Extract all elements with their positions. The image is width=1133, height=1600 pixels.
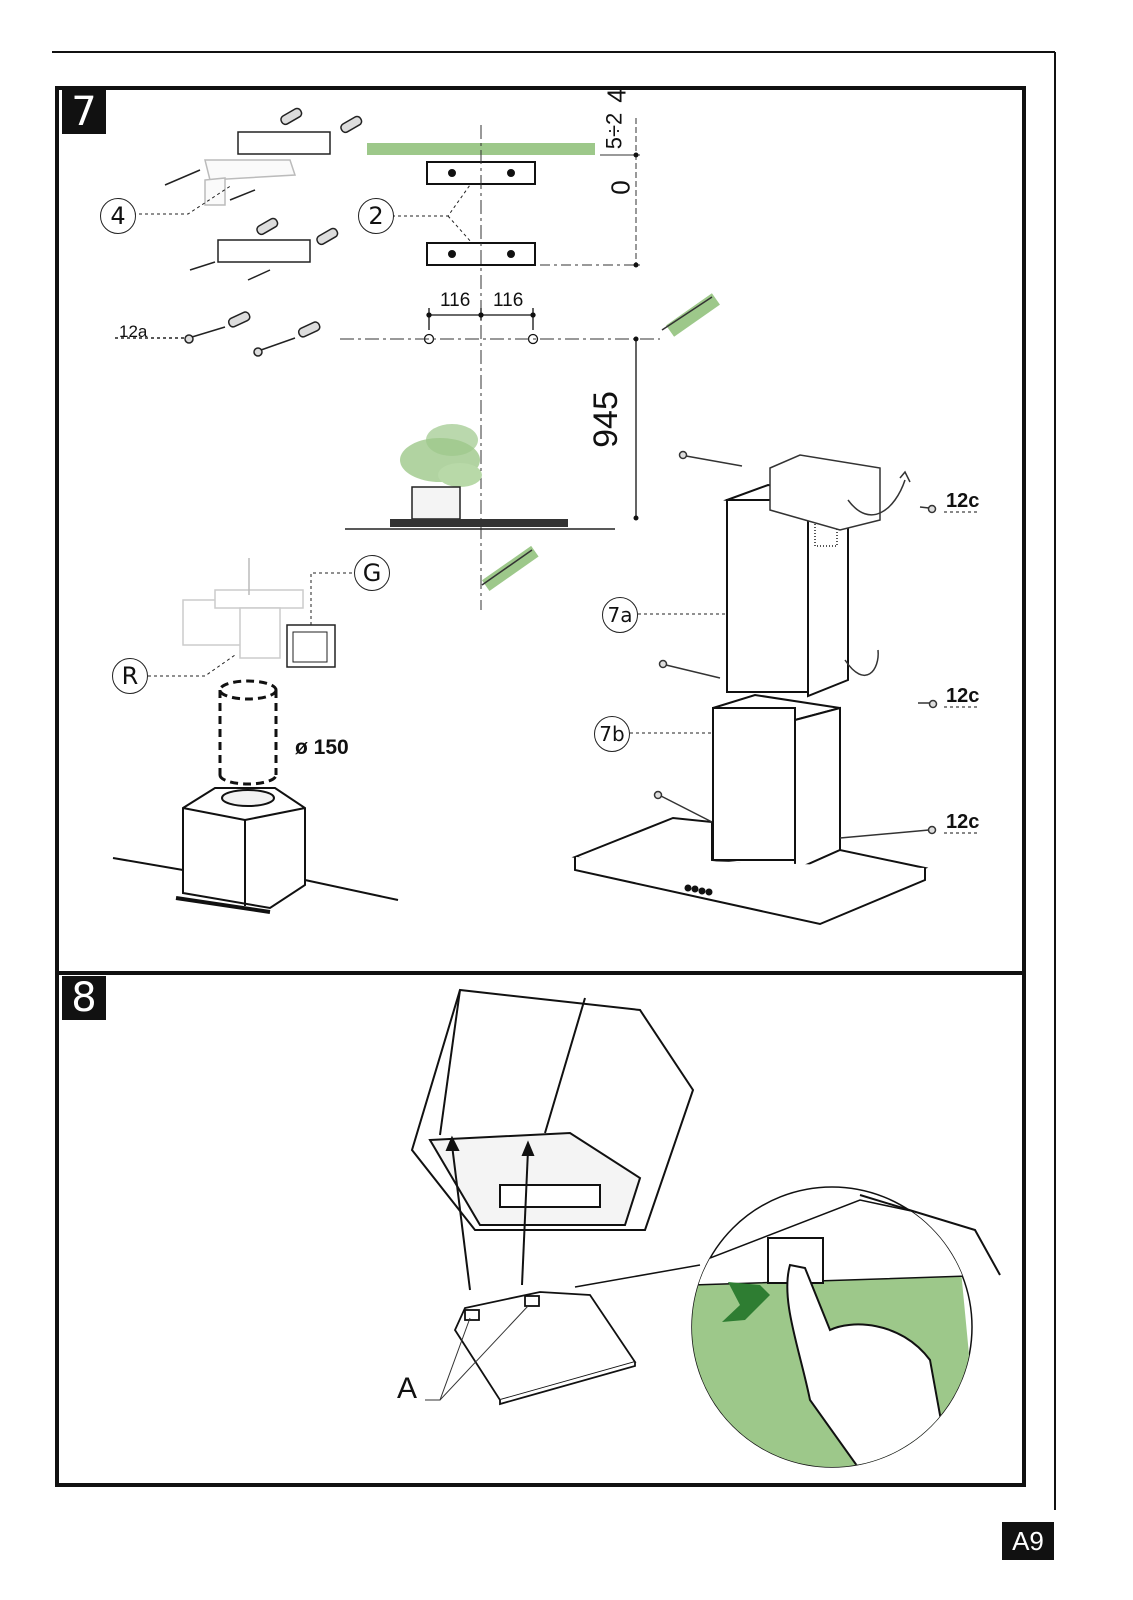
filter-unit-faded [182, 558, 304, 659]
ceiling-line-right [304, 879, 399, 901]
screws-12a [115, 311, 321, 357]
hood-canopy [571, 816, 929, 926]
chimney-screws [653, 450, 938, 839]
ceiling-strip [367, 143, 595, 155]
chimney-top-bracket [769, 454, 911, 531]
grease-filter-panel [453, 1291, 637, 1406]
zoom-line [574, 1264, 701, 1288]
leader-4 [133, 184, 233, 215]
dim-label-945: 945 [586, 391, 625, 448]
zoom-detail [691, 1186, 973, 1468]
screw-label-12c-bottom: 12c [946, 811, 980, 833]
ceiling-line-left [112, 857, 184, 871]
g-connector [286, 624, 336, 668]
dim-label-116-right: 116 [493, 290, 524, 311]
zoom-context-line [859, 1194, 1001, 1276]
panel-8-frame [55, 971, 1026, 1487]
hood-box-underside [410, 988, 695, 1231]
pencil-top [661, 293, 720, 337]
leader-g [310, 572, 352, 625]
chimney-lower-7b [712, 693, 841, 872]
callout-4: 4 [100, 198, 136, 234]
screw-label-12c-middle: 12c [946, 685, 980, 707]
duct-150 [218, 679, 278, 786]
dim-label-116-left: 116 [440, 290, 471, 311]
panel-8-arrows [445, 1135, 535, 1291]
step-number-7: 7 [62, 90, 106, 134]
callout-7a: 7a [602, 597, 638, 633]
step-number-8: 8 [62, 976, 106, 1020]
screw-label-12a: 12a [119, 322, 148, 341]
dim-label-5-2: 5÷2 [601, 112, 627, 150]
leader-2b [447, 215, 473, 244]
leader-2a [392, 184, 471, 217]
pencil-bottom [481, 545, 539, 591]
callout-r: R [112, 658, 148, 694]
leader-r [148, 654, 236, 677]
bracket-set-4 [164, 107, 363, 281]
hob-with-pot [345, 424, 615, 530]
callout-2: 2 [358, 198, 394, 234]
filter-box [182, 787, 306, 910]
middle-bracket-arrow [844, 649, 879, 676]
dim-label-4: 4 [601, 88, 632, 103]
screw-label-12c-top: 12c [946, 490, 980, 512]
callout-g: G [354, 555, 390, 591]
chimney-upper-7a [723, 483, 852, 698]
dim-label-0: 0 [605, 180, 636, 195]
page-code: A9 [1002, 1522, 1054, 1560]
duct-diameter-label: ø 150 [295, 736, 349, 759]
callout-7b: 7b [594, 716, 630, 752]
filter-clip-label-a: A [397, 1372, 418, 1405]
